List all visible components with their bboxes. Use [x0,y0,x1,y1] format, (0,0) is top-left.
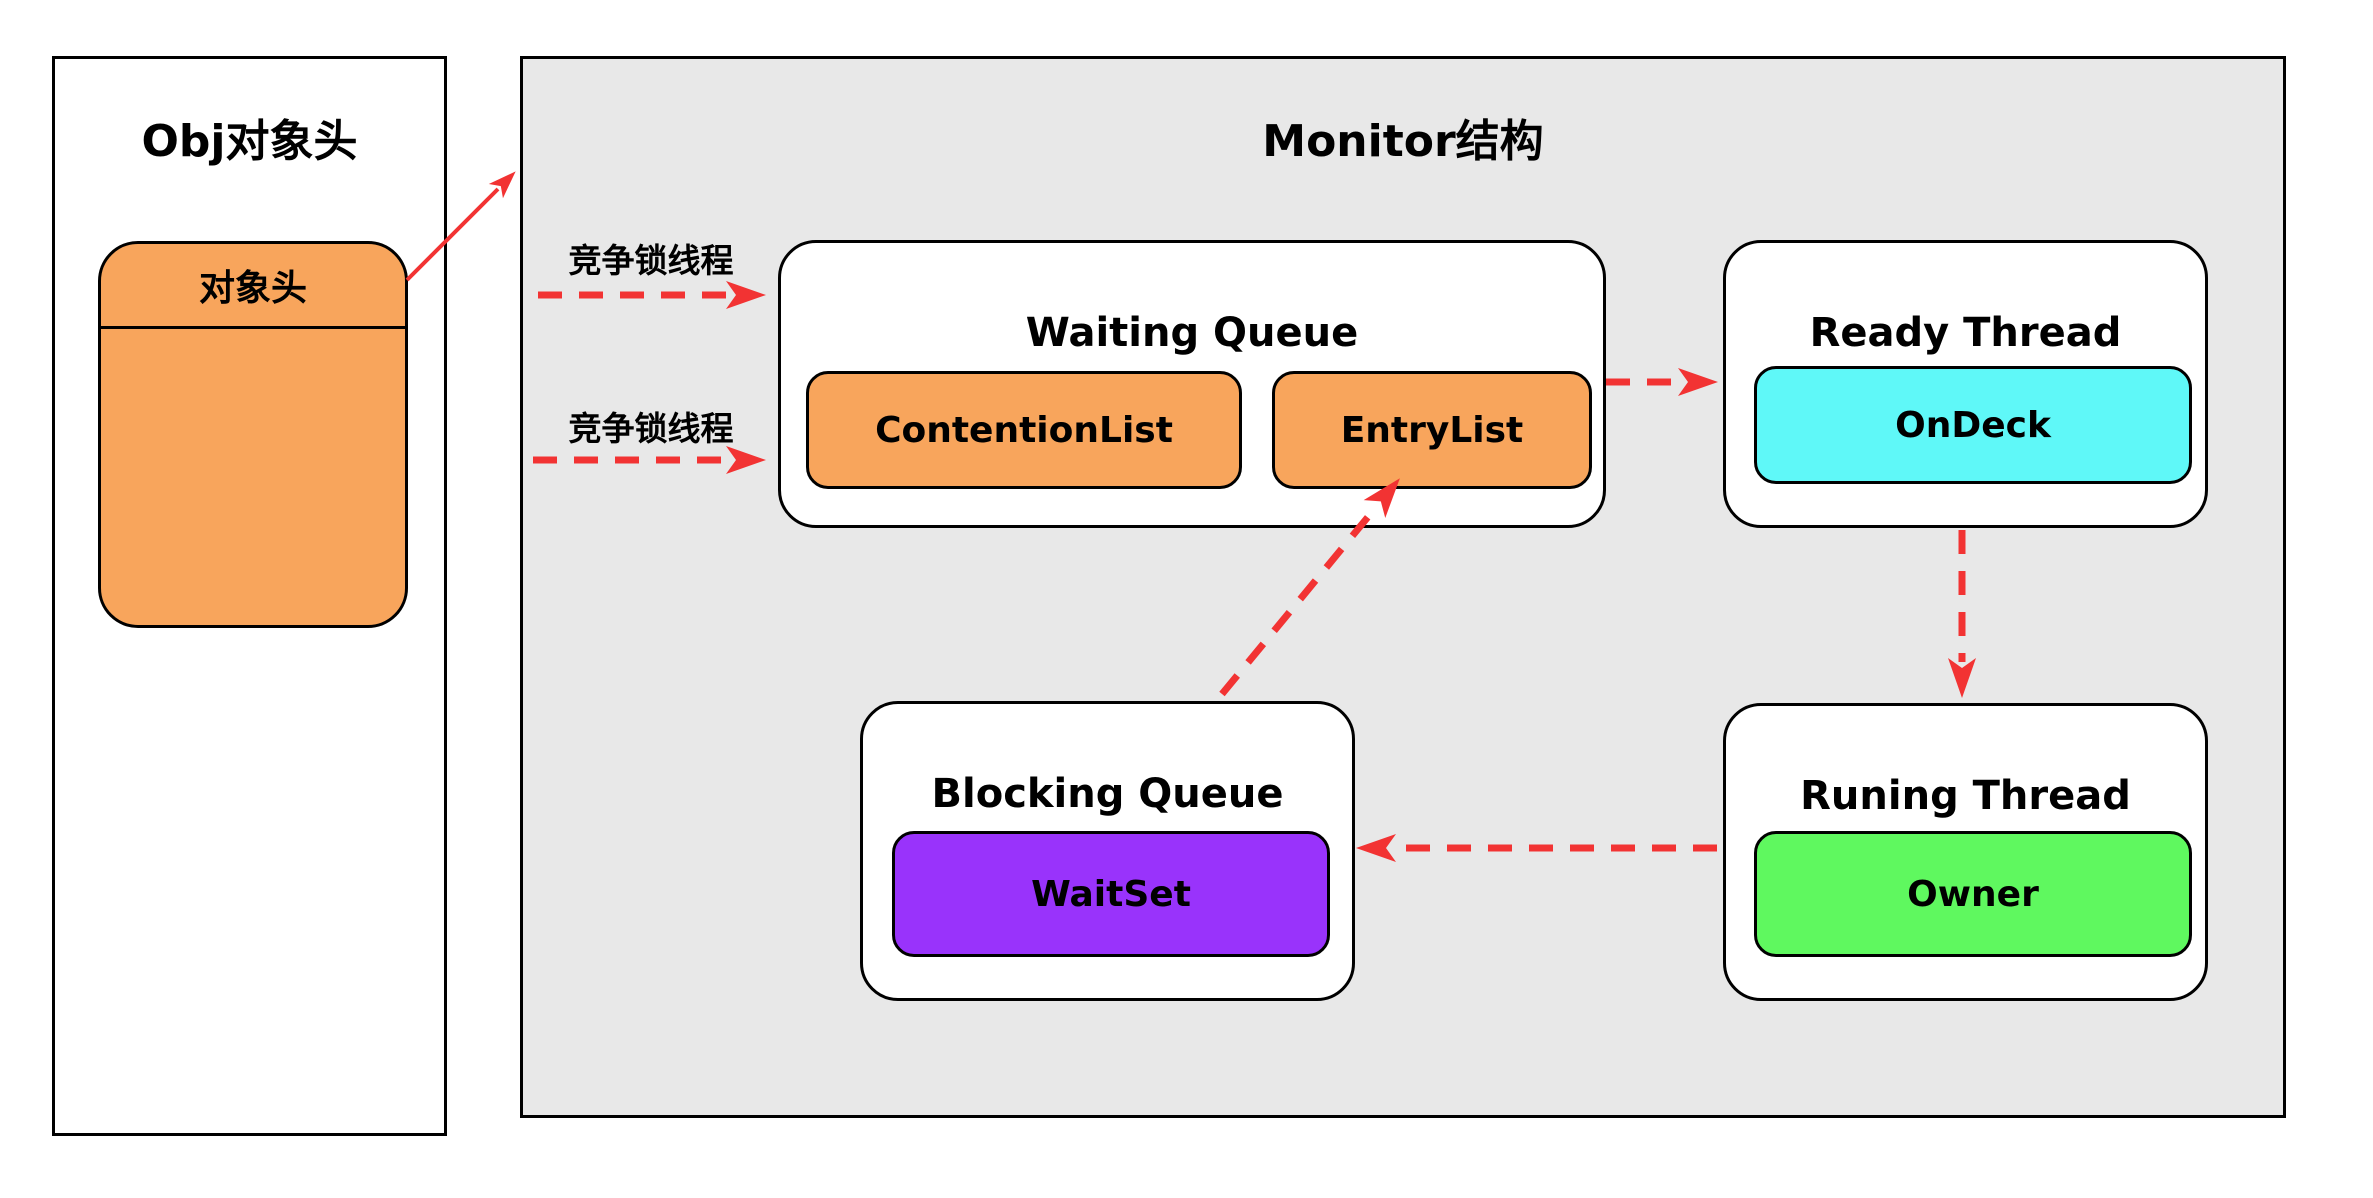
monitor-panel: Monitor结构 竞争锁线程 竞争锁线程 Waiting Queue Cont… [520,56,2286,1118]
blocking-queue-box: Blocking Queue WaitSet [860,701,1355,1001]
running-thread-title: Runing Thread [1800,773,2131,819]
obj-header-panel-title: Obj对象头 [141,115,358,167]
contend-lock-thread-label-1: 竞争锁线程 [568,241,734,280]
object-header-box: 对象头 [98,241,408,628]
obj-header-panel: Obj对象头 对象头 [52,56,447,1136]
waitset-box: WaitSet [892,831,1330,957]
ready-thread-title: Ready Thread [1809,310,2122,356]
blocking-queue-title: Blocking Queue [931,771,1284,817]
owner-box: Owner [1754,831,2192,957]
waiting-queue-title: Waiting Queue [1025,310,1359,356]
monitor-panel-title: Monitor结构 [1262,115,1544,167]
waiting-queue-box: Waiting Queue ContentionList EntryList [778,240,1606,528]
ready-thread-box: Ready Thread OnDeck [1723,240,2208,528]
entry-list-box: EntryList [1272,371,1592,489]
contend-lock-thread-label-2: 竞争锁线程 [568,409,734,448]
ondeck-box: OnDeck [1754,366,2192,484]
running-thread-box: Runing Thread Owner [1723,703,2208,1001]
object-header-label: 对象头 [101,244,405,329]
contention-list-box: ContentionList [806,371,1242,489]
